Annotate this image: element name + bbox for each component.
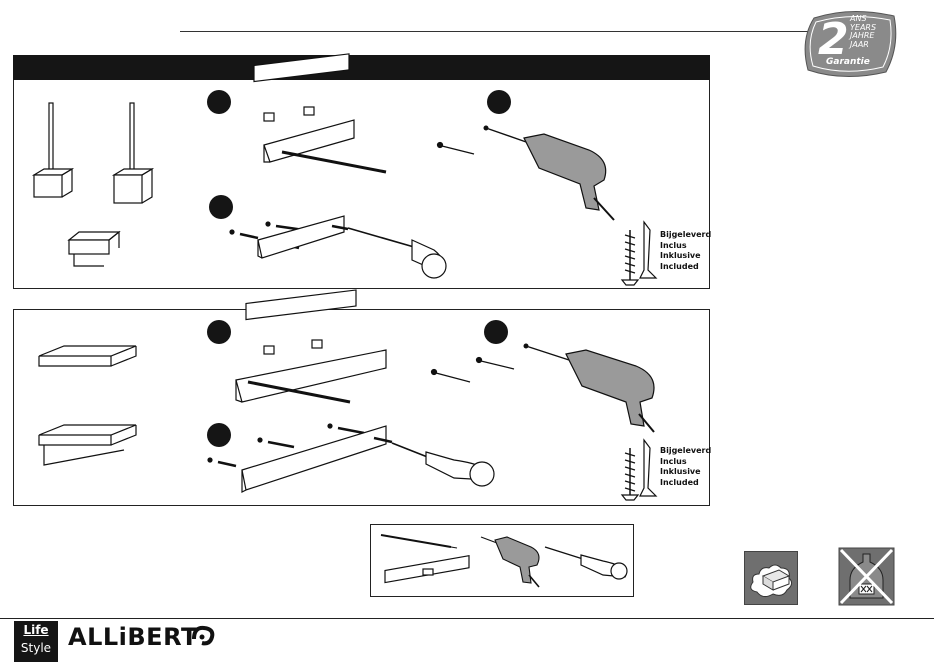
- screwdriver-icon-2: [392, 443, 494, 486]
- brand-wordmark: ALLiBERT: [68, 623, 198, 651]
- screwdriver-icon-3: [545, 547, 627, 579]
- included-label-de-2: Inklusive: [660, 467, 711, 478]
- warranty-line-jaar: JAAR: [850, 41, 876, 50]
- drill-icon-3: [481, 537, 539, 587]
- included-label-group-2: Bijgeleverd Inclus Inklusive Included: [660, 446, 711, 488]
- instruction-panel-1: Bijgeleverd Inclus Inklusive Included: [13, 80, 710, 289]
- included-label-fr: Inclus: [660, 241, 711, 252]
- top-rule: [180, 31, 810, 32]
- glass-shelf: [39, 346, 136, 366]
- towel-shelf: [39, 425, 136, 465]
- instruction-panel-2: Bijgeleverd Inclus Inklusive Included: [13, 309, 710, 506]
- section-header-bar: [13, 55, 710, 80]
- spirit-level-icon-2: [246, 290, 356, 354]
- included-label-en: Included: [660, 262, 711, 273]
- warranty-lines: ANS YEARS JAHRE JAAR: [850, 15, 876, 49]
- pencil-marks: [432, 358, 515, 383]
- panel-1-illustration: [14, 80, 709, 288]
- brand-swirl-icon: [190, 625, 216, 653]
- spirit-level-icon: [254, 54, 349, 121]
- included-label-en-2: Included: [660, 478, 711, 489]
- drill-icon: [484, 126, 615, 221]
- toilet-brush-holder-2: [114, 103, 152, 203]
- panel-2-illustration: [14, 310, 709, 505]
- included-label-fr-2: Inclus: [660, 457, 711, 468]
- included-label-nl-2: Bijgeleverd: [660, 446, 711, 457]
- footer-rule: [0, 618, 934, 619]
- included-label-de: Inklusive: [660, 251, 711, 262]
- warranty-badge: 2 ANS YEARS JAHRE JAAR Garantie: [804, 10, 898, 78]
- step-marker-4: [207, 320, 231, 344]
- sponge-icon: [744, 551, 798, 605]
- wall-bracket: [264, 120, 386, 172]
- included-label-group-1: Bijgeleverd Inclus Inklusive Included: [660, 230, 711, 272]
- wall-plug-icon-2: [640, 440, 656, 496]
- step-marker-3: [209, 195, 233, 219]
- logo-style: Style: [14, 641, 58, 655]
- wall-rail: [236, 350, 386, 402]
- lifestyle-logo: Life Style: [14, 621, 58, 662]
- drill-icon-2: [524, 344, 655, 433]
- spirit-level-icon-3: [385, 556, 469, 583]
- step-marker-2: [487, 90, 511, 114]
- pencil-mark: [438, 143, 475, 155]
- required-tools-box: [370, 524, 634, 597]
- screwdriver-icon: [348, 228, 446, 278]
- toilet-brush-holder-1: [34, 103, 72, 197]
- paper-holder: [69, 232, 119, 266]
- warranty-label: Garantie: [826, 57, 870, 67]
- logo-life: Life: [14, 623, 58, 637]
- tools-illustration: [371, 525, 633, 596]
- screw-icon: [622, 230, 638, 285]
- screw-and-plug-set-2: [208, 424, 392, 492]
- wall-plug-icon: [640, 222, 656, 278]
- included-label-nl: Bijgeleverd: [660, 230, 711, 241]
- screw-icon-2: [622, 448, 638, 500]
- step-marker-5: [484, 320, 508, 344]
- step-marker-6: [207, 423, 231, 447]
- pencil-icon: [381, 535, 457, 548]
- step-marker-1: [207, 90, 231, 114]
- screw-and-plug-set: [230, 216, 348, 258]
- no-chemicals-icon: [839, 548, 894, 605]
